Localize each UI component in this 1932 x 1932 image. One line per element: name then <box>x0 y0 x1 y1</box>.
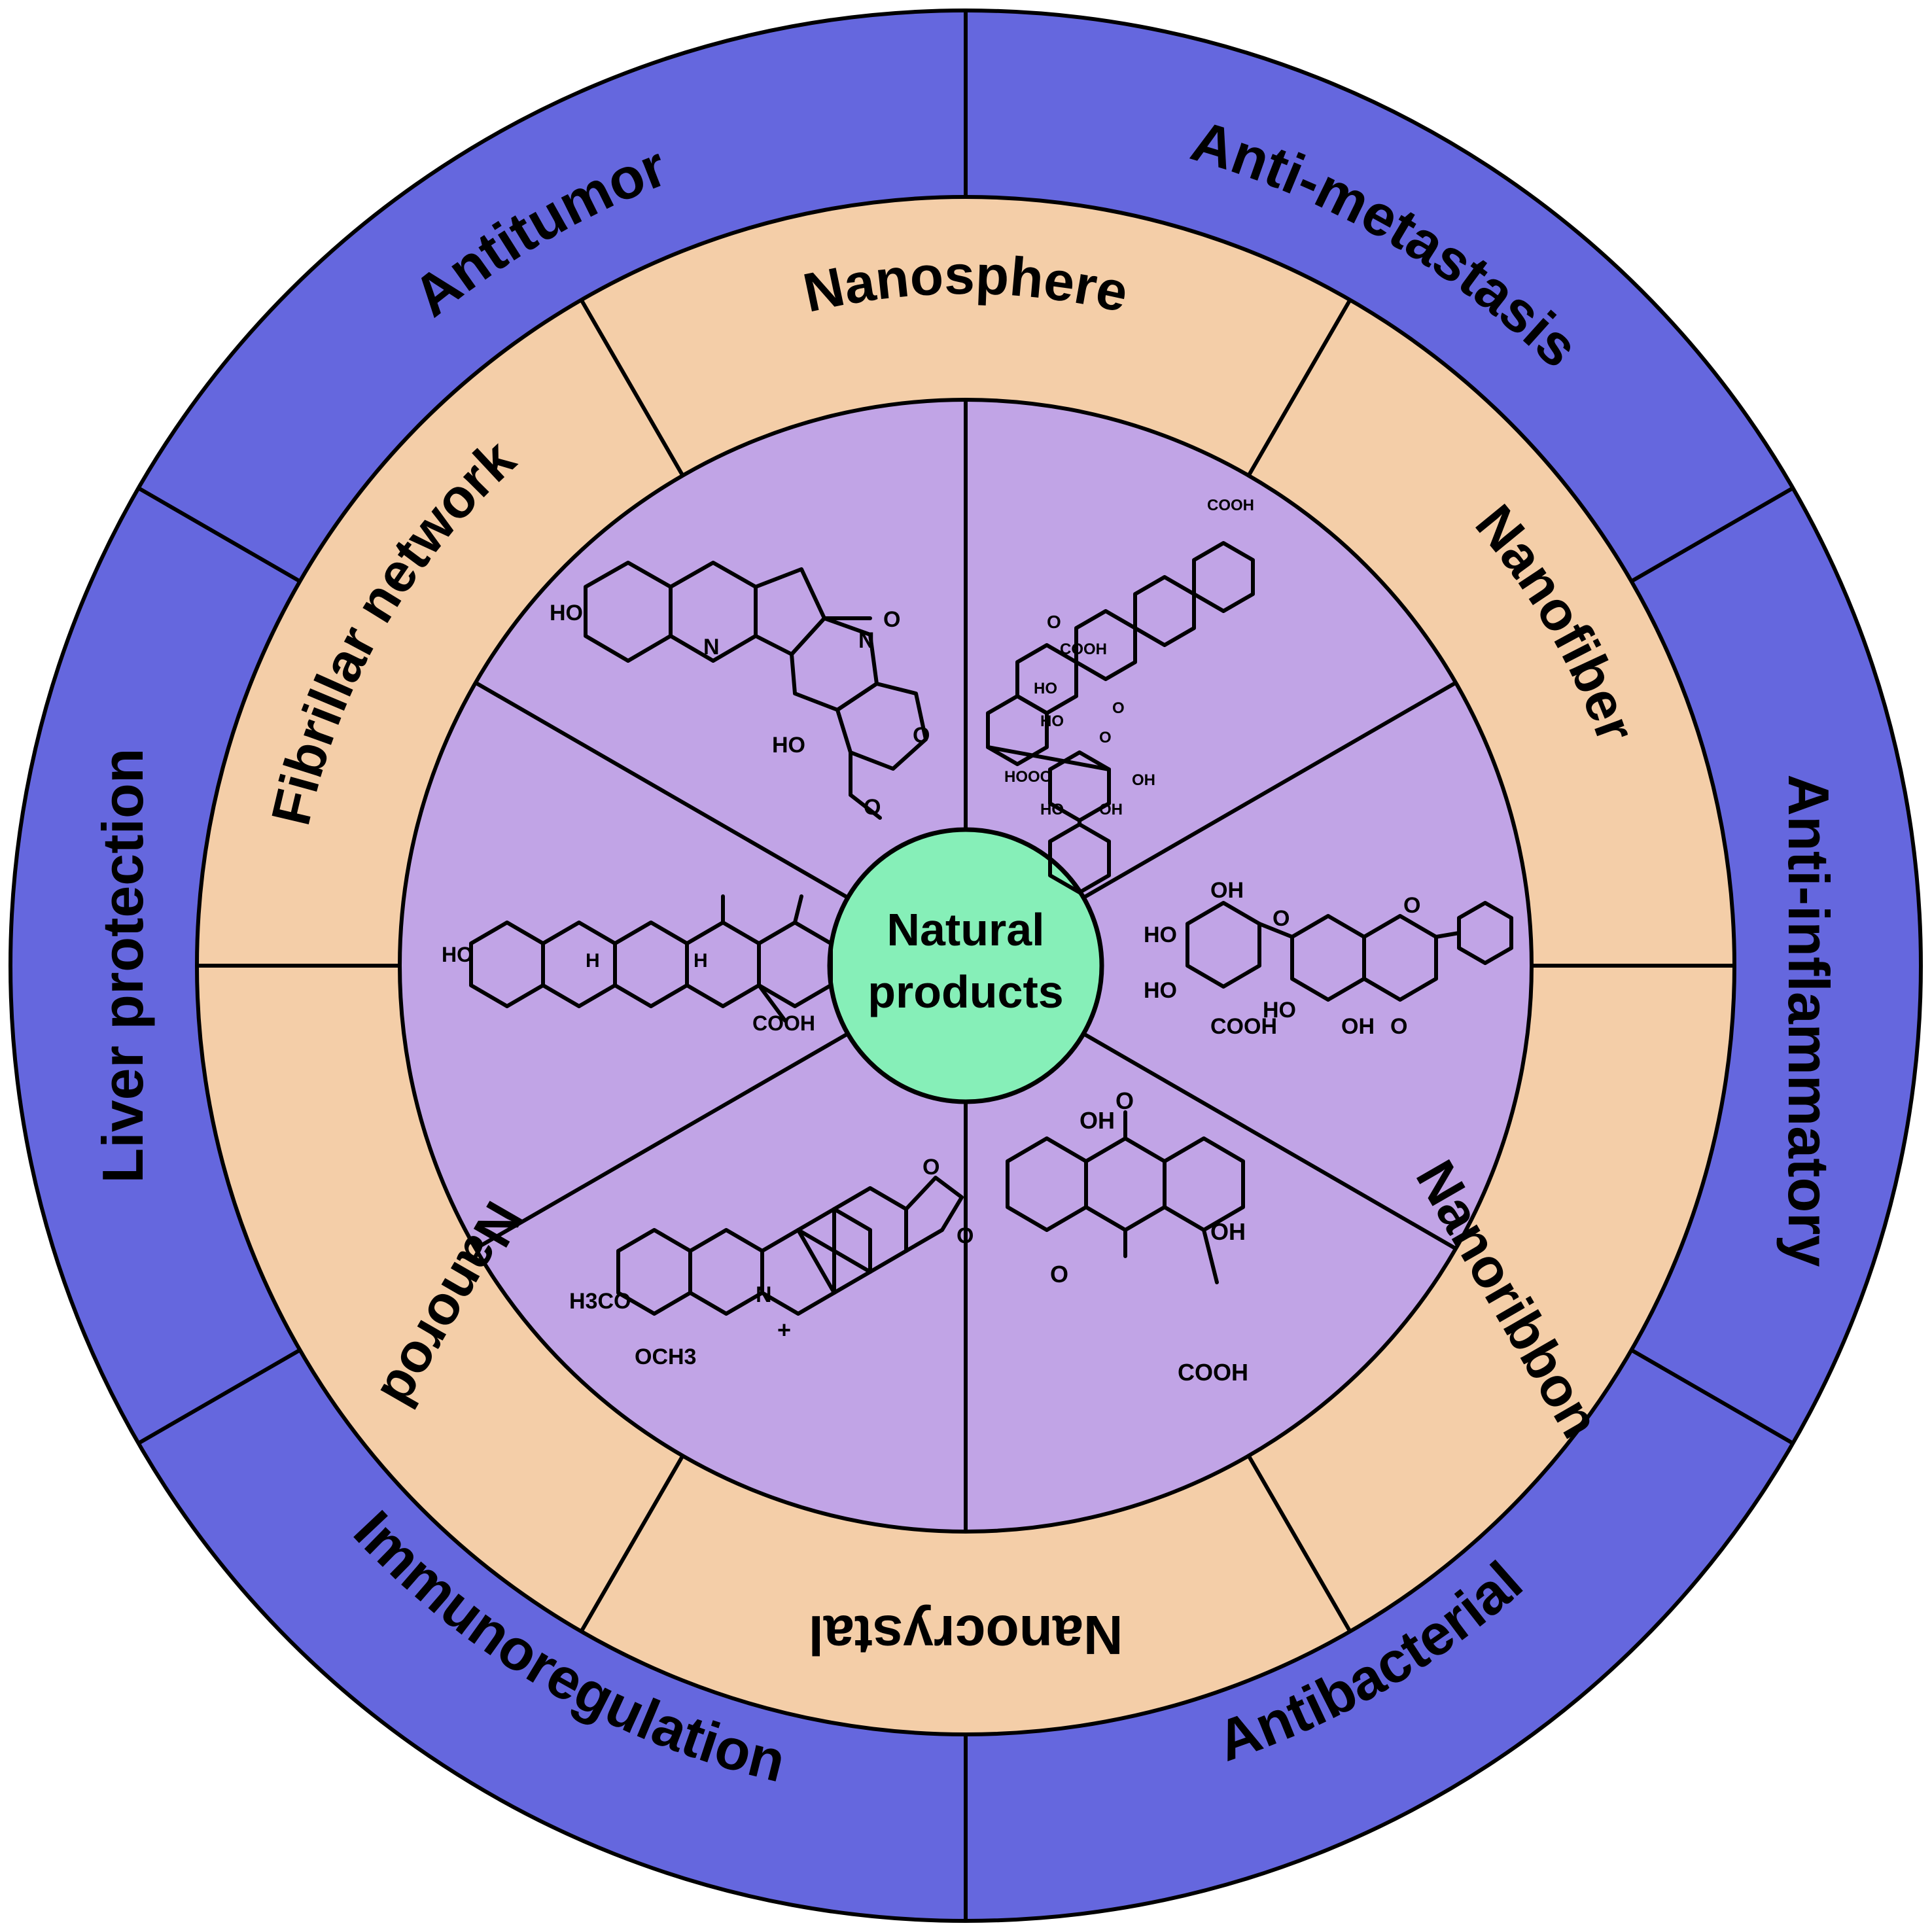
chem-label: N <box>756 1282 772 1307</box>
chem-label: O <box>1115 1087 1134 1114</box>
chem-label: O <box>1099 729 1112 746</box>
chem-label: O <box>1390 1014 1407 1039</box>
chem-label: COOH <box>1207 497 1254 514</box>
morphology-divider <box>579 298 685 477</box>
chem-label: O <box>913 723 930 748</box>
application-ring-dividers <box>137 10 1794 1921</box>
chem-label: O <box>1050 1261 1068 1288</box>
chem-label: H <box>586 950 600 972</box>
morphology-divider <box>579 1454 685 1633</box>
application-label-liver-protection: Liver protection <box>90 748 155 1184</box>
morphology-divider <box>1246 1454 1352 1633</box>
chem-label: O <box>1403 893 1420 918</box>
chem-label: HO <box>1144 978 1177 1003</box>
center-label-line2: products <box>868 966 1063 1017</box>
morphology-label-nanocrystal: Nanocrystal <box>809 1604 1123 1666</box>
chem-label: HO <box>442 943 473 966</box>
chem-label: OH <box>1210 878 1244 903</box>
chem-label: COOH <box>1178 1359 1248 1386</box>
chem-label: O <box>1112 699 1125 717</box>
chem-label: O <box>1273 906 1290 931</box>
chem-label: HO <box>1040 712 1064 730</box>
structure-disc-dividers <box>474 400 1457 1532</box>
chem-label: OH <box>1080 1107 1115 1134</box>
chem-label: HO <box>1034 680 1057 697</box>
chem-label: HO <box>772 733 805 758</box>
chem-label: COOH <box>752 1011 815 1035</box>
structure-camptothecin: HO N N O O O HO <box>550 561 930 820</box>
center-circle <box>827 827 1104 1104</box>
application-divider <box>1630 486 1794 584</box>
chem-label: N <box>858 628 875 653</box>
chem-label: COOH <box>1210 1014 1277 1039</box>
chem-label: HO <box>550 601 583 625</box>
structure-divider <box>474 1032 849 1251</box>
chem-label: HOOC <box>1004 768 1051 786</box>
chem-label: + <box>777 1316 791 1343</box>
chem-label: OH <box>1132 771 1155 789</box>
chem-label: HO <box>1144 922 1177 947</box>
chem-label: HO <box>1040 801 1064 818</box>
chem-label: OCH3 <box>635 1344 696 1369</box>
chem-label: N <box>703 635 720 659</box>
application-divider <box>1630 1348 1794 1445</box>
structure-baicalin: OH HO HO COOH HO OH O O O <box>1144 878 1513 1039</box>
structure-rhein: OH OH O O COOH <box>1006 1087 1248 1386</box>
chem-label: COOH <box>1060 641 1107 658</box>
chem-label: OH <box>1210 1218 1246 1245</box>
center-natural-products: Natural products <box>827 827 1104 1104</box>
application-divider <box>137 1348 301 1445</box>
chem-label: O <box>1047 612 1061 632</box>
structure-ursolic-acid: HO H H COOH <box>442 894 833 1035</box>
chem-label: HO <box>1263 998 1296 1023</box>
chem-label: O <box>957 1223 974 1248</box>
application-label-anti-inflammatory: Anti-inflammatory <box>1776 775 1841 1267</box>
morphology-ring-dividers <box>197 298 1734 1633</box>
chem-label: H3CO <box>569 1289 631 1314</box>
chem-label: OH <box>1341 1014 1375 1039</box>
structure-divider <box>474 680 849 900</box>
chem-label: O <box>883 607 900 632</box>
chem-label: O <box>922 1155 940 1180</box>
center-label-line1: Natural <box>887 904 1044 955</box>
chem-label: OH <box>1099 801 1123 818</box>
chem-label: H <box>694 950 708 972</box>
chem-label: O <box>864 795 881 820</box>
structure-divider <box>1082 680 1457 900</box>
structure-glycyrrhizin: COOH O COOH HO HO O O HOOC HO OH OH <box>986 497 1255 894</box>
morphology-divider <box>1246 298 1352 477</box>
structure-berberine: H3CO OCH3 N + O O <box>569 1155 974 1369</box>
structure-divider <box>1082 1032 1457 1251</box>
application-divider <box>137 486 301 584</box>
